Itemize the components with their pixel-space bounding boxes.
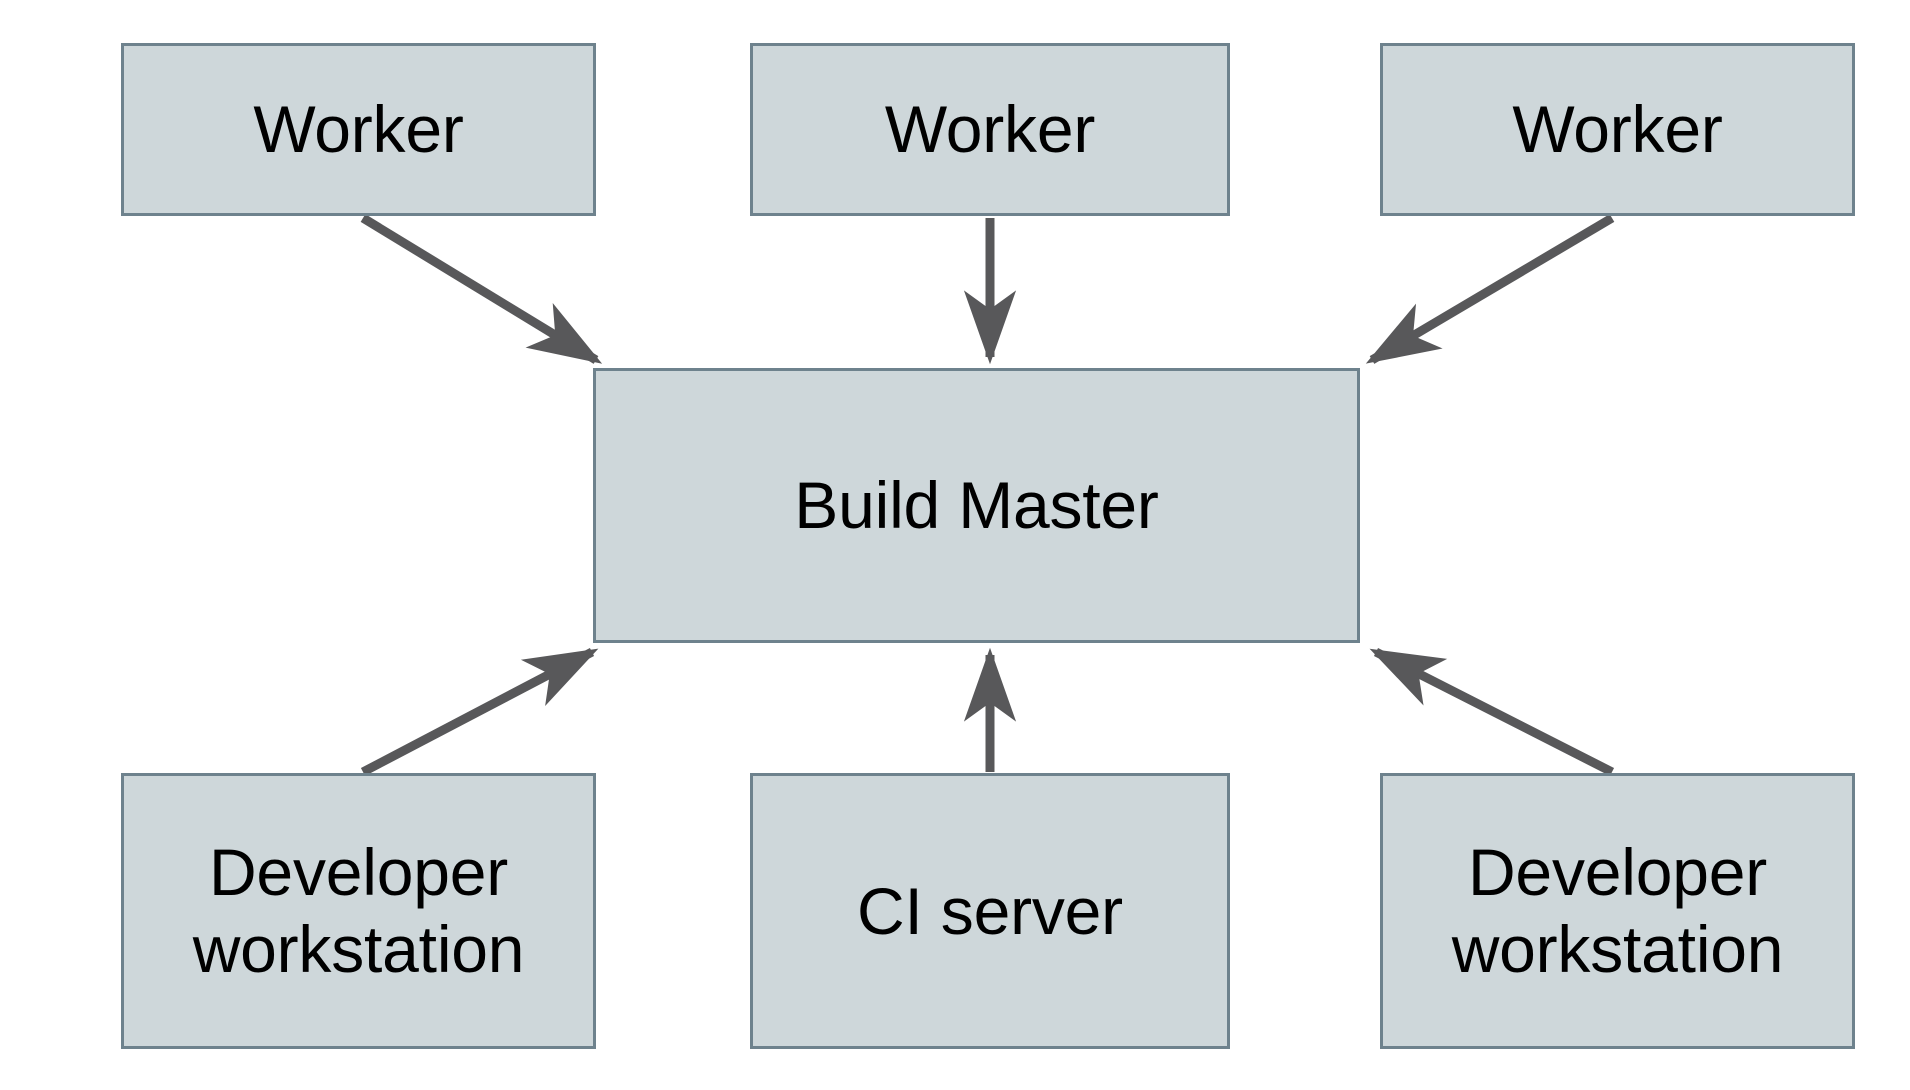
node-worker-1[interactable]: Worker <box>121 43 596 216</box>
node-build-master-label: Build Master <box>794 468 1159 543</box>
node-ci-server[interactable]: CI server <box>750 773 1230 1049</box>
edge-worker-3-to-build-master <box>1365 214 1615 364</box>
node-build-master[interactable]: Build Master <box>593 368 1360 643</box>
node-dev-workstation-right[interactable]: Developer workstation <box>1380 773 1855 1049</box>
edge-dev-workstation-left-to-build-master <box>360 648 599 776</box>
node-worker-2[interactable]: Worker <box>750 43 1230 216</box>
edge-dev-workstation-right-to-build-master <box>1369 647 1615 777</box>
node-worker-2-label: Worker <box>884 92 1096 167</box>
node-worker-1-label: Worker <box>253 92 464 167</box>
node-ci-server-label: CI server <box>857 873 1123 948</box>
node-dev-workstation-left[interactable]: Developer workstation <box>121 773 596 1049</box>
node-worker-3-label: Worker <box>1512 92 1723 167</box>
node-dev-workstation-right-label: Developer workstation <box>1451 835 1784 986</box>
node-worker-3[interactable]: Worker <box>1380 43 1855 216</box>
node-dev-workstation-left-label: Developer workstation <box>192 835 525 986</box>
edge-worker-1-to-build-master <box>360 214 603 364</box>
